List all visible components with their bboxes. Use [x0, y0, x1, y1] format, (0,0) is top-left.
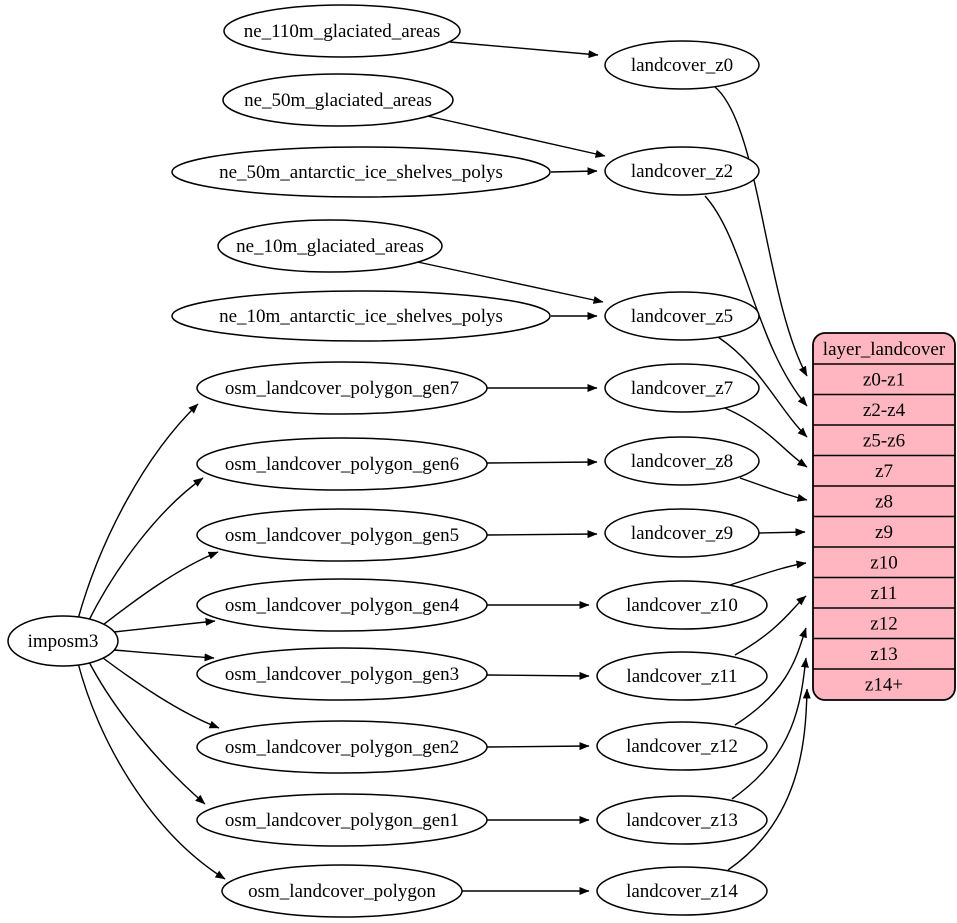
edge-ne50m-glaciated-to-z2 [422, 114, 606, 158]
node-label: landcover_z2 [631, 161, 733, 182]
edge-z13-to-row-z13 [731, 657, 809, 800]
edge-z11-to-row-z11 [734, 595, 807, 656]
edge-gen3-to-z11 [486, 671, 590, 680]
node-label: osm_landcover_polygon_gen6 [225, 454, 459, 475]
node-label: osm_landcover_polygon [248, 881, 436, 902]
node-landcover-z5: landcover_z5 [604, 291, 760, 341]
node-label: imposm3 [28, 631, 99, 652]
edge-ne10m-glaciated-to-z5 [412, 260, 604, 304]
node-ne-50m-antarctic-ice-shelves-polys: ne_50m_antarctic_ice_shelves_polys [171, 146, 551, 198]
node-label: landcover_z13 [626, 810, 738, 831]
table-row-z13: z13 [870, 644, 897, 665]
node-label: landcover_z7 [631, 378, 733, 399]
node-ne-50m-glaciated-areas: ne_50m_glaciated_areas [222, 73, 454, 127]
node-osm-landcover-polygon-gen6: osm_landcover_polygon_gen6 [196, 437, 488, 491]
node-label: osm_landcover_polygon_gen5 [225, 525, 459, 546]
edge-ne110m-to-z0 [449, 41, 599, 59]
edge-z2-to-row-z2-z4 [704, 195, 808, 407]
node-osm-landcover-polygon-gen5: osm_landcover_polygon_gen5 [196, 508, 488, 562]
node-landcover-z0: landcover_z0 [604, 40, 760, 90]
edge-imposm3-to-polygon [77, 662, 226, 880]
node-landcover-z13: landcover_z13 [596, 795, 768, 845]
node-label: osm_landcover_polygon_gen3 [225, 664, 459, 685]
node-imposm3: imposm3 [7, 615, 119, 667]
node-label: landcover_z12 [626, 736, 738, 757]
node-osm-landcover-polygon-gen4: osm_landcover_polygon_gen4 [196, 578, 488, 632]
node-landcover-z12: landcover_z12 [596, 721, 768, 771]
table-layer-landcover: layer_landcover z0-z1 z2-z4 z5-z6 z7 z8 … [812, 332, 956, 701]
node-label: osm_landcover_polygon_gen1 [225, 810, 459, 831]
edge-imposm3-to-gen7 [77, 403, 199, 620]
edge-z12-to-row-z12 [734, 627, 807, 726]
edge-imposm3-to-gen4 [113, 617, 216, 633]
edge-z9-to-row-z9 [758, 528, 806, 537]
node-osm-landcover-polygon-gen1: osm_landcover_polygon_gen1 [196, 793, 488, 847]
edge-z10-to-row-z10 [729, 560, 807, 586]
node-label: landcover_z10 [626, 595, 738, 616]
node-label: landcover_z8 [631, 451, 733, 472]
node-label: osm_landcover_polygon_gen2 [225, 737, 459, 758]
table-row-z10: z10 [870, 553, 897, 574]
node-landcover-z10: landcover_z10 [596, 580, 768, 630]
node-landcover-z2: landcover_z2 [604, 146, 760, 196]
node-landcover-z11: landcover_z11 [596, 651, 768, 701]
node-label: osm_landcover_polygon_gen4 [225, 595, 460, 616]
node-osm-landcover-polygon-gen2: osm_landcover_polygon_gen2 [196, 720, 488, 774]
node-label: landcover_z0 [631, 55, 733, 76]
table-row-z9: z9 [875, 522, 893, 543]
edge-gen6-to-z8 [486, 458, 598, 467]
node-label: landcover_z9 [631, 523, 733, 544]
node-osm-landcover-polygon: osm_landcover_polygon [221, 864, 463, 918]
node-label: landcover_z11 [626, 666, 737, 687]
node-landcover-z7: landcover_z7 [604, 363, 760, 413]
table-row-z7: z7 [875, 461, 893, 482]
node-ne-10m-antarctic-ice-shelves-polys: ne_10m_antarctic_ice_shelves_polys [171, 290, 551, 342]
edge-imposm3-to-gen2 [98, 654, 220, 729]
node-osm-landcover-polygon-gen7: osm_landcover_polygon_gen7 [196, 361, 488, 415]
edge-z5-to-row-z5-z6 [717, 336, 808, 438]
node-label: ne_10m_glaciated_areas [236, 236, 424, 257]
node-label: ne_50m_glaciated_areas [244, 90, 432, 111]
node-label: ne_10m_antarctic_ice_shelves_polys [219, 306, 503, 327]
table-row-z5-z6: z5-z6 [863, 431, 905, 452]
edge-imposm3-to-gen1 [87, 659, 206, 805]
node-label: osm_landcover_polygon_gen7 [225, 378, 459, 399]
table-row-z12: z12 [870, 614, 897, 635]
node-ne-110m-glaciated-areas: ne_110m_glaciated_areas [223, 4, 461, 58]
node-landcover-z9: landcover_z9 [604, 508, 760, 558]
node-ne-10m-glaciated-areas: ne_10m_glaciated_areas [217, 219, 443, 273]
edge-imposm3-to-gen5 [98, 551, 219, 629]
table-row-z14plus: z14+ [865, 675, 903, 696]
node-label: ne_110m_glaciated_areas [244, 21, 441, 42]
edge-z0-to-row-z0-z1 [714, 86, 808, 377]
edge-z14-to-row-z14plus [727, 688, 811, 871]
node-landcover-z8: landcover_z8 [604, 436, 760, 486]
edge-z8-to-row-z8 [739, 477, 808, 502]
edge-gen5-to-z9 [486, 530, 598, 539]
table-row-z0-z1: z0-z1 [863, 370, 905, 391]
edge-z7-to-row-z7 [724, 407, 808, 468]
node-osm-landcover-polygon-gen3: osm_landcover_polygon_gen3 [196, 647, 488, 701]
node-label: landcover_z5 [631, 306, 733, 327]
node-label: ne_50m_antarctic_ice_shelves_polys [219, 162, 503, 183]
table-row-z8: z8 [875, 492, 893, 513]
table-row-z11: z11 [871, 583, 898, 604]
edge-imposm3-to-gen6 [87, 477, 204, 623]
edge-imposm3-to-gen3 [113, 649, 215, 662]
node-label: landcover_z14 [626, 881, 738, 902]
table-header: layer_landcover [823, 339, 946, 360]
node-landcover-z14: landcover_z14 [596, 866, 768, 916]
edge-gen2-to-z12 [486, 742, 590, 751]
edge-ne50m-antarctic-to-z2 [550, 167, 598, 176]
table-row-z2-z4: z2-z4 [863, 400, 906, 421]
